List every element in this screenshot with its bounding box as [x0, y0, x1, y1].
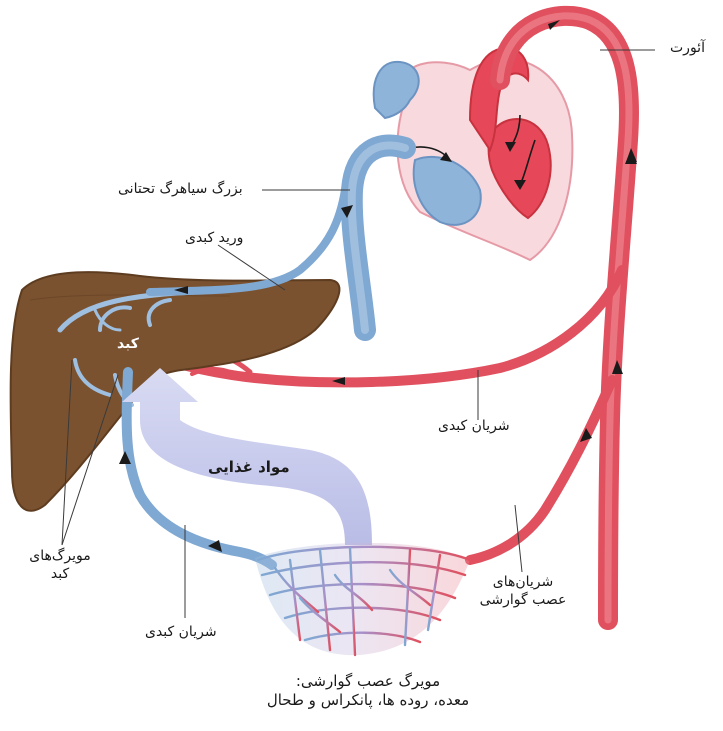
label-liver-capillaries: مویرگ‌های کبد — [20, 548, 100, 583]
digestive-capillary-bed — [255, 543, 470, 655]
label-nutrients: مواد غذایی — [208, 458, 290, 476]
label-digestive-capillaries-line2: معده، روده ها، پانکراس و طحال — [238, 691, 498, 710]
label-hepatic-vein: ورید کبدی — [185, 230, 243, 248]
label-digestive-arteries: شریان‌های عصب گوارشی — [468, 574, 578, 609]
label-digestive-arteries-line2: عصب گوارشی — [468, 592, 578, 610]
label-liver: کبد — [117, 336, 139, 352]
label-aorta: آئورت — [670, 40, 705, 58]
label-liver-capillaries-line1: مویرگ‌های — [20, 548, 100, 566]
digestive-artery-vessel — [470, 380, 612, 560]
label-digestive-capillaries: مویرگ عصب گوارشی: معده، روده ها، پانکراس… — [238, 672, 498, 710]
hepatic-vein-vessel — [150, 190, 345, 292]
label-hepatic-artery: شریان کبدی — [438, 418, 510, 436]
label-inferior-vena-cava: بزرگ سیاهرگ تحتانی — [118, 181, 243, 199]
label-digestive-arteries-line1: شریان‌های — [468, 574, 578, 592]
label-digestive-capillaries-line1: مویرگ عصب گوارشی: — [238, 672, 498, 691]
label-liver-capillaries-line2: کبد — [20, 566, 100, 584]
label-portal-vessel: شریان کبدی — [145, 624, 217, 642]
